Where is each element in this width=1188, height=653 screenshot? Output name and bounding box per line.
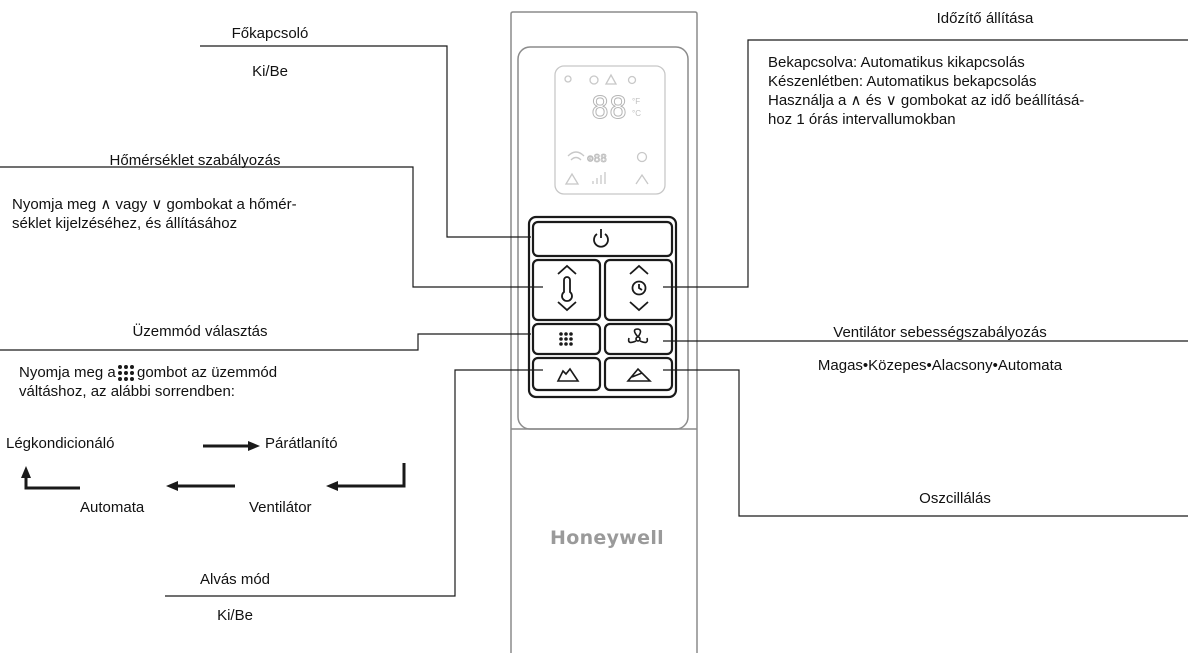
sleep-sub: Ki/Be (217, 607, 253, 624)
svg-text:°F: °F (632, 97, 640, 106)
temp-line-1: Nyomja meg ∧ vagy ∨ gombokat a hőmér- (12, 196, 297, 213)
dot-grid-icon (559, 332, 573, 346)
mode-cycle-cool: Légkondicionáló (6, 435, 115, 452)
mode-title: Üzemmód választás (132, 323, 268, 340)
mode-line-1b: gombot az üzemmód (137, 364, 278, 381)
sleep-icon (556, 367, 580, 382)
temp-title: Hőmérséklet szabályozás (109, 152, 281, 169)
temperature-button[interactable] (533, 260, 600, 320)
leader-lines (0, 39, 1188, 597)
timer-button[interactable] (605, 260, 672, 320)
chevron-up-icon (557, 264, 577, 275)
svg-text:°C: °C (632, 109, 641, 118)
osc-title: Oszcillálás (919, 490, 991, 507)
power-button[interactable] (533, 222, 672, 256)
mode-cycle-arrows (21, 441, 406, 491)
mode-button[interactable] (533, 324, 600, 354)
temp-line-2: séklet kijelzéséhez, és állításához (12, 215, 238, 232)
thermometer-icon (561, 276, 573, 302)
mode-line-2: váltáshoz, az alábbi sorrendben: (19, 383, 235, 400)
sleep-title: Alvás mód (199, 571, 271, 588)
remote-body (510, 11, 698, 653)
timer-line-1: Bekapcsolva: Automatikus kikapcsolás (768, 54, 1025, 71)
timer-line-3: Használja a ∧ és ∨ gombokat az idő beáll… (768, 92, 1085, 109)
brand-logo: Honeywell (550, 527, 664, 549)
chevron-down-icon (557, 301, 577, 312)
chevron-up-icon (629, 264, 649, 275)
dot-grid-icon (118, 365, 134, 381)
timer-line-4: hoz 1 órás intervallumokban (768, 111, 956, 128)
lcd-display: 88 °F °C ⊙88 (554, 65, 666, 195)
sleep-button[interactable] (533, 358, 600, 390)
timer-title: Időzítő állítása (936, 10, 1034, 27)
power-sub: Ki/Be (252, 63, 288, 80)
control-pad (527, 215, 678, 399)
power-title: Főkapcsoló (231, 25, 309, 42)
power-icon (593, 229, 609, 248)
chevron-down-icon (629, 301, 649, 312)
oscillation-button[interactable] (605, 358, 672, 390)
clock-icon (631, 280, 647, 296)
fan-sub: Magas•Közepes•Alacsony•Automata (817, 357, 1063, 374)
fan-title: Ventilátor sebességszabályozás (833, 324, 1047, 341)
fan-speed-button[interactable] (605, 324, 672, 354)
mode-cycle-fan: Ventilátor (249, 499, 312, 516)
mode-cycle-auto: Automata (80, 499, 145, 516)
swing-icon (626, 367, 652, 382)
lcd-digits: 88 (591, 91, 627, 126)
mode-line-1a: Nyomja meg a (19, 364, 116, 381)
svg-text:⊙88: ⊙88 (587, 152, 607, 165)
mode-cycle-dry: Párátlanító (265, 435, 338, 452)
timer-line-2: Készenlétben: Automatikus bekapcsolás (768, 73, 1037, 90)
fan-icon (627, 328, 649, 344)
